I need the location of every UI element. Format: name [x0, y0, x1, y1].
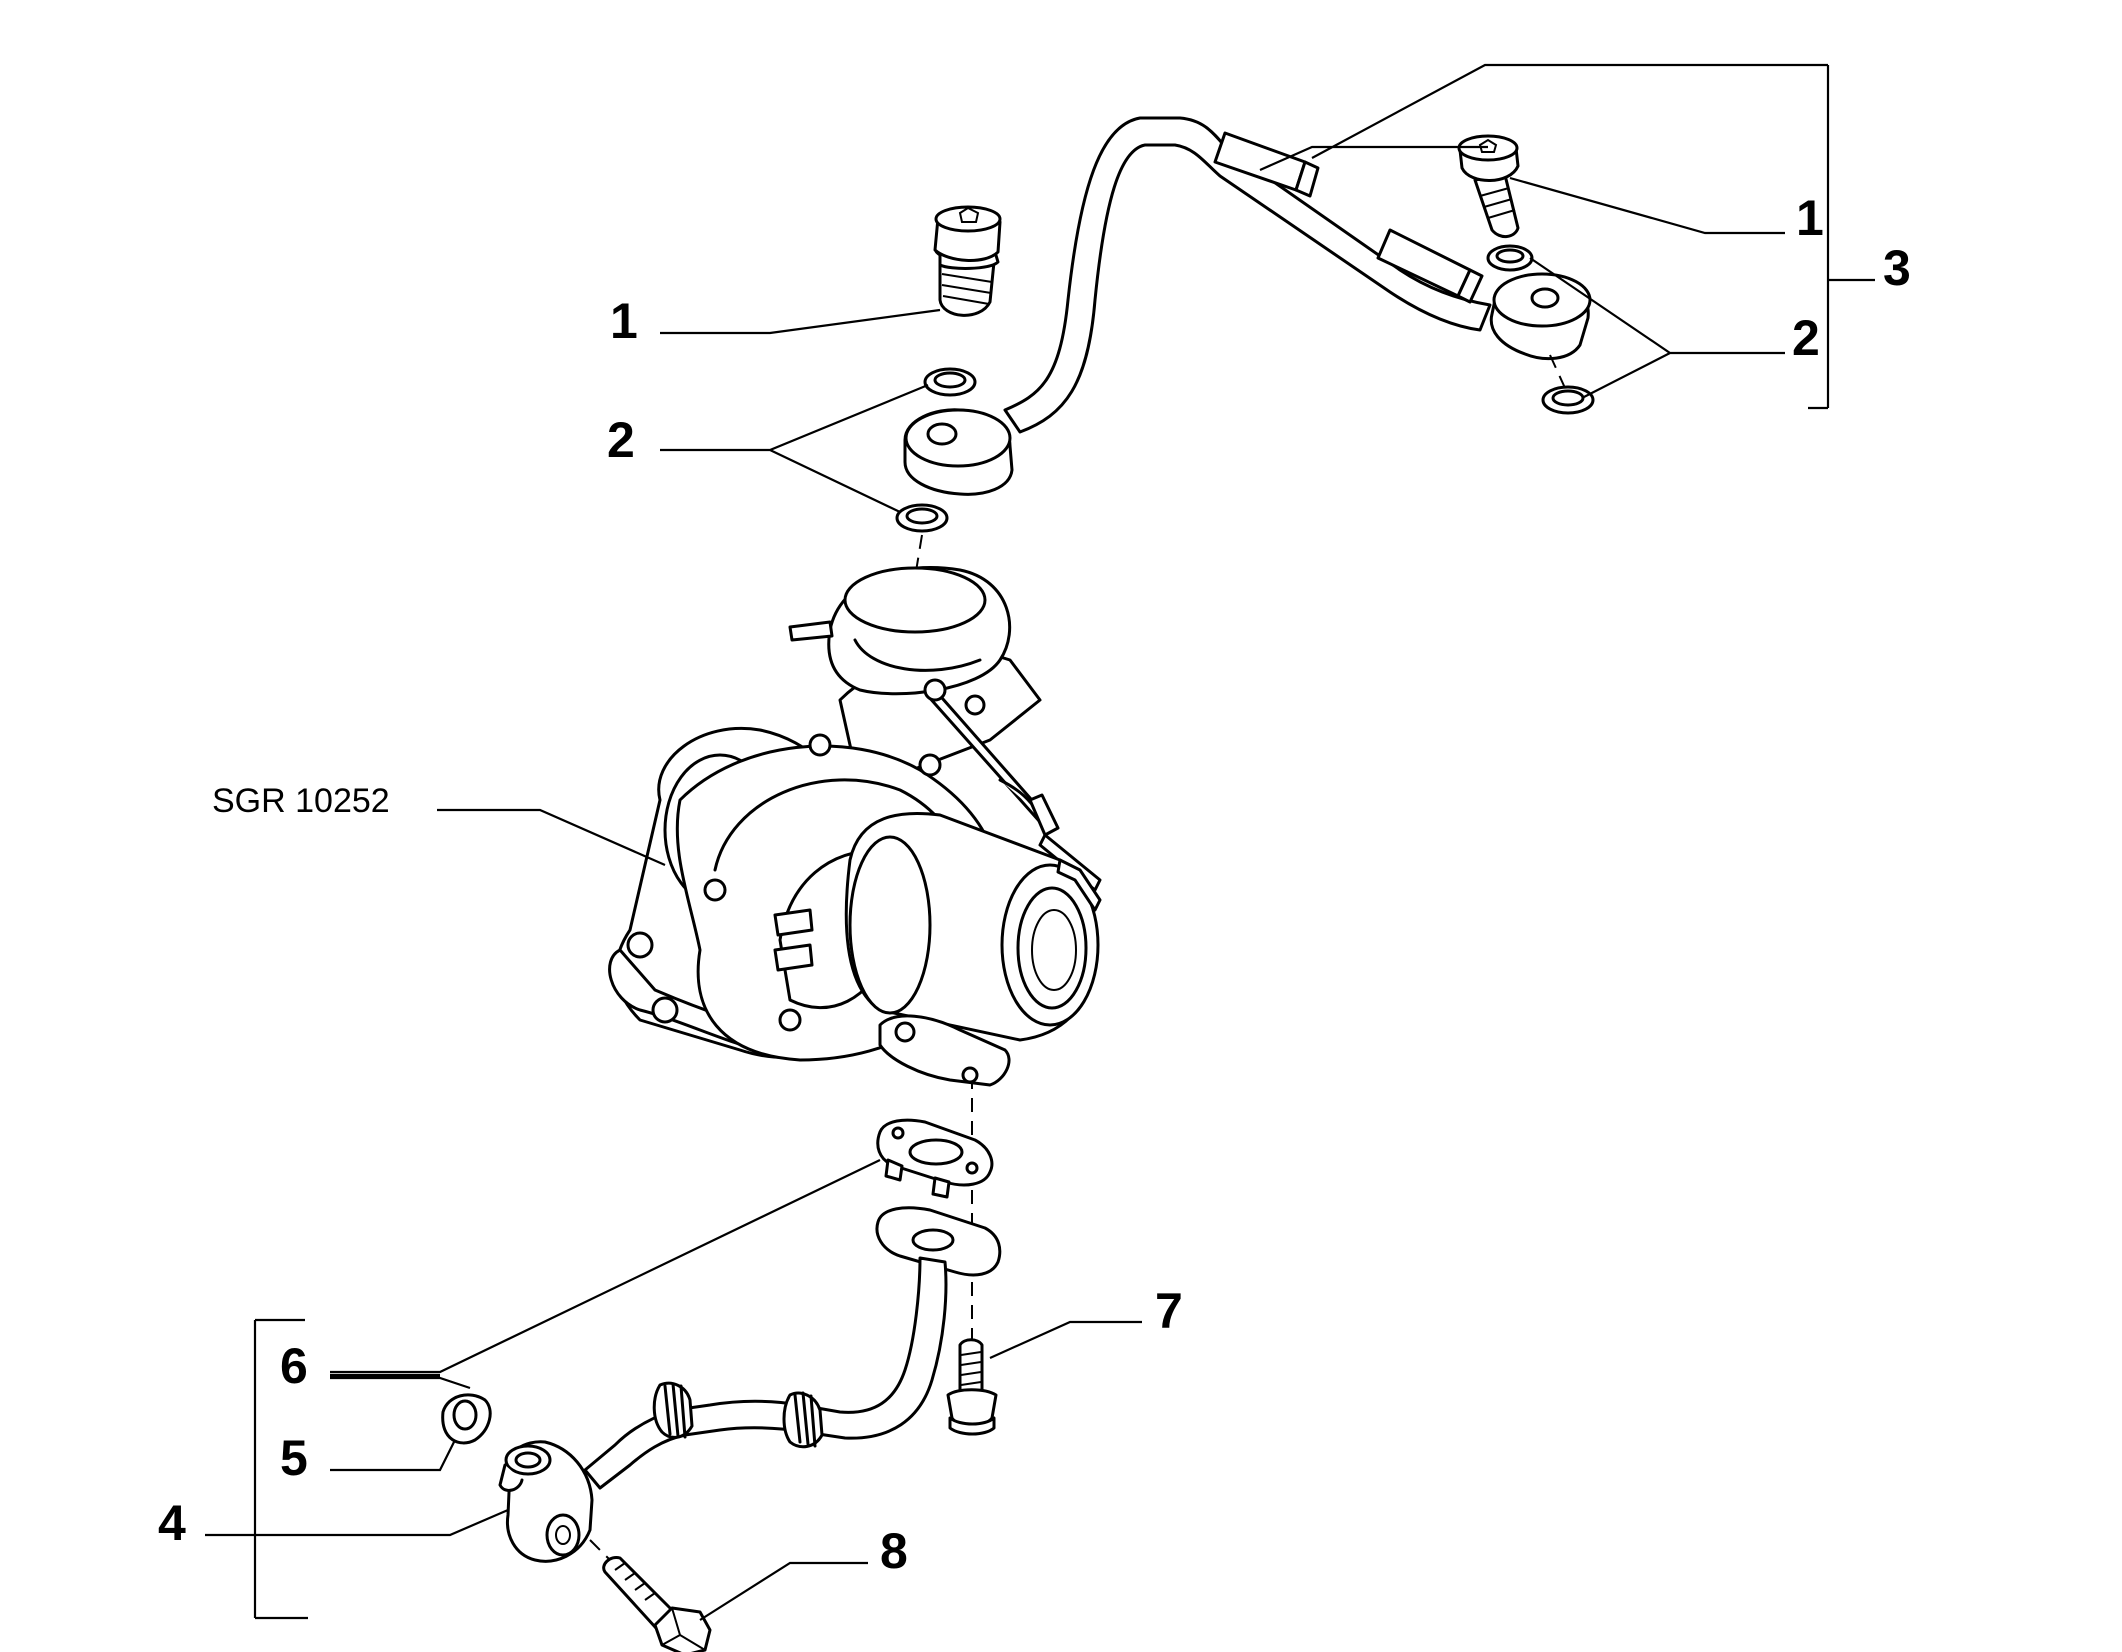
callout-2-right: 2	[1792, 310, 1820, 366]
callout-1-right: 1	[1796, 190, 1824, 246]
callout-5: 5	[280, 1430, 308, 1486]
turbocharger-icon	[608, 566, 1102, 1087]
screw-icon	[602, 1555, 712, 1652]
callout-4: 4	[158, 1495, 186, 1551]
sealing-washer-icon	[923, 367, 977, 397]
banjo-eye-right	[1489, 272, 1592, 361]
sealing-washer-icon	[895, 503, 949, 533]
callout-8: 8	[880, 1523, 908, 1579]
banjo-eye-left	[903, 408, 1014, 496]
gasket-icon	[876, 1118, 994, 1199]
oil-feed-pipe-icon	[903, 116, 1592, 496]
callout-2-left: 2	[607, 412, 635, 468]
leader-lines	[205, 63, 1875, 1621]
callout-6: 6	[280, 1338, 308, 1394]
sealing-washer-icon	[441, 1393, 492, 1445]
alignment-line	[1549, 354, 1566, 389]
sealing-washer-icon	[1541, 385, 1595, 415]
callout-7: 7	[1155, 1283, 1183, 1339]
sealing-washer-icon	[1486, 244, 1534, 272]
callout-1-left: 1	[610, 293, 638, 349]
diagram-code-label: SGR 10252	[212, 782, 390, 820]
banjo-bolt-icon	[933, 205, 1002, 317]
alignment-line	[589, 1539, 611, 1561]
screw-icon	[946, 1338, 998, 1436]
oil-return-pipe-icon	[498, 1206, 1002, 1563]
banjo-bolt-icon	[1457, 134, 1520, 238]
callout-3: 3	[1883, 240, 1911, 296]
